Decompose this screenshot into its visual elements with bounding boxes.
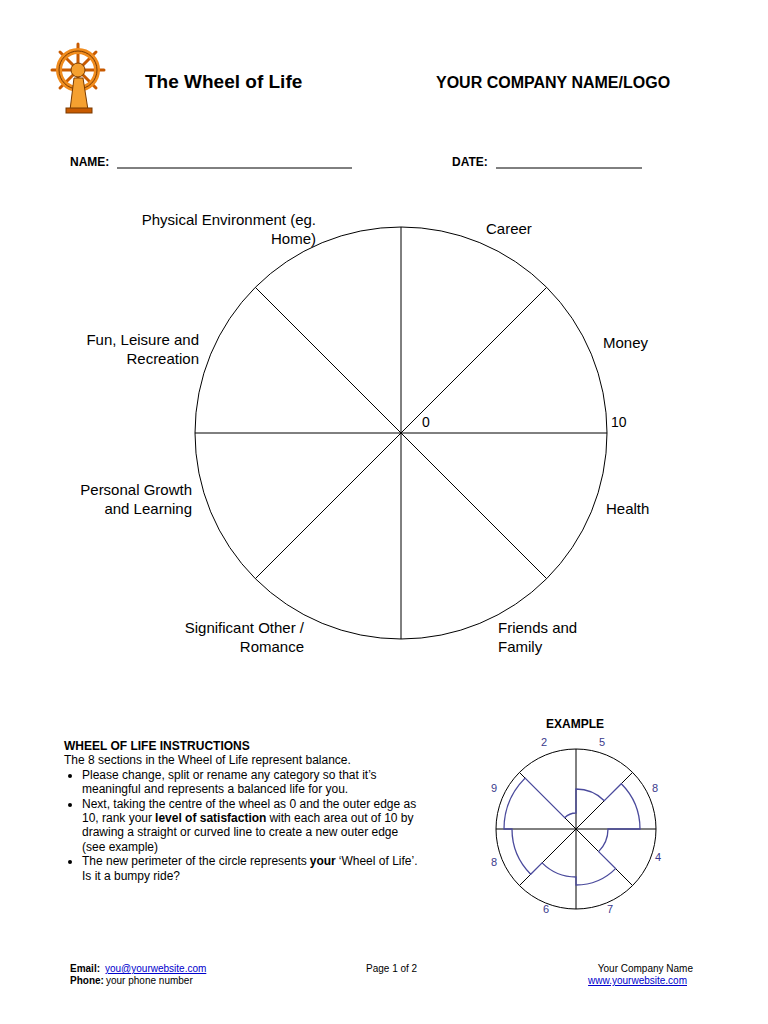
example-rating: 5 — [599, 736, 605, 750]
footer-label: Phone: — [70, 975, 104, 988]
page-number: Page 1 of 2 — [366, 963, 417, 976]
category-label: Money — [603, 334, 648, 353]
example-rating: 9 — [491, 782, 497, 796]
title: The Wheel of Life — [145, 70, 302, 94]
category-label: Personal Growth and Learning — [52, 481, 192, 519]
spoke — [401, 433, 607, 434]
name-line — [117, 168, 352, 169]
spoke — [195, 433, 401, 434]
spoke — [576, 829, 577, 909]
spoke — [519, 829, 576, 886]
footer-website: www.yourwebsite.com — [588, 975, 687, 988]
date-line — [496, 168, 642, 169]
category-label: Health — [606, 500, 649, 519]
footer-company: Your Company Name — [598, 963, 693, 976]
example-rating: 4 — [655, 851, 661, 865]
example-rating: 2 — [541, 736, 547, 750]
spoke — [255, 287, 401, 433]
category-label: Career — [486, 220, 532, 239]
category-label: Physical Environment (eg. Home) — [141, 211, 316, 249]
example-wheel — [496, 749, 656, 909]
example-perimeter — [504, 778, 640, 885]
field-label: DATE: — [452, 155, 488, 170]
instruction-item: Please change, split or rename any categ… — [82, 768, 422, 797]
example-rating: 8 — [491, 856, 497, 870]
spoke — [255, 433, 401, 579]
instruction-item: Next, taking the centre of the wheel as … — [82, 797, 422, 855]
instructions-list: Please change, split or rename any categ… — [64, 768, 422, 883]
spoke — [401, 227, 402, 433]
example-heading: EXAMPLE — [546, 717, 604, 732]
footer-phone: your phone number — [106, 975, 193, 988]
example-rating: 8 — [652, 782, 658, 796]
spoke — [401, 287, 547, 433]
category-label: Significant Other / Romance — [164, 619, 304, 657]
ship-wheel-icon — [52, 44, 104, 113]
company-name: YOUR COMPANY NAME/LOGO — [436, 73, 670, 93]
instructions: WHEEL OF LIFE INSTRUCTIONSThe 8 sections… — [64, 739, 422, 883]
footer-email: you@yourwebsite.com — [105, 963, 206, 976]
instructions-text: The 8 sections in the Wheel of Life repr… — [64, 753, 422, 767]
category-label: Friends and Family — [498, 619, 578, 657]
instructions-heading: WHEEL OF LIFE INSTRUCTIONS — [64, 739, 422, 753]
field-label: NAME: — [70, 155, 109, 170]
scale-number: 10 — [611, 414, 627, 432]
instruction-text: level of satisfaction — [155, 811, 266, 825]
footer-label: Email: — [70, 963, 100, 976]
scale-number: 0 — [422, 414, 430, 432]
category-label: Fun, Leisure and Recreation — [67, 331, 199, 369]
example-rating: 6 — [543, 903, 549, 917]
spoke — [401, 433, 547, 579]
instruction-text: your — [310, 854, 336, 868]
main-wheel — [195, 227, 607, 639]
spoke — [401, 433, 402, 639]
instruction-item: The new perimeter of the circle represen… — [82, 854, 422, 883]
instruction-text: The new perimeter of the circle represen… — [82, 854, 307, 868]
instruction-text: Please change, split or rename any categ… — [82, 768, 377, 796]
example-rating: 7 — [607, 903, 613, 917]
